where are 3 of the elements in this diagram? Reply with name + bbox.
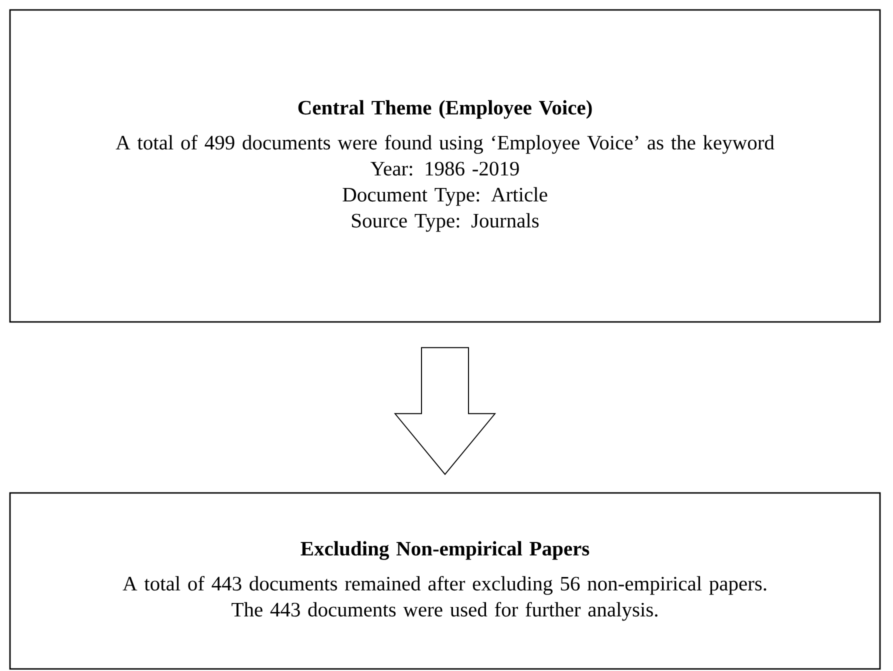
block-arrow <box>394 347 496 476</box>
process-box: Central Theme (Employee Voice) A total of 499 documents were found using ‘Employee Voice’ as the keyword Year: 1986 -2019 Document Type: Article Source Type: Journals <box>9 9 881 323</box>
process-box: Excluding Non-empirical Papers A total of 443 documents remained after excluding 56 non-empirical papers. The 443 documents were used for further analysis. <box>9 492 881 670</box>
